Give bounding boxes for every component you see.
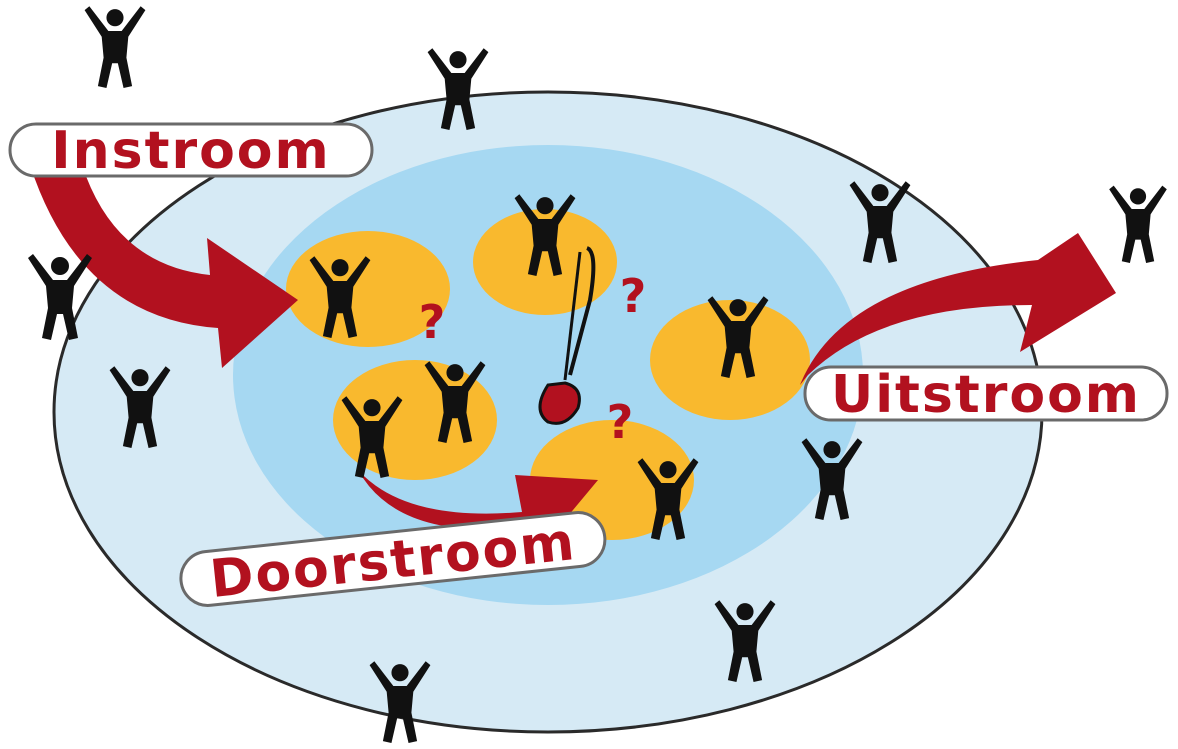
instroom-label: Instroom	[10, 121, 372, 181]
uitstroom-label-text: Uitstroom	[831, 365, 1141, 425]
question-mark-2: ?	[620, 269, 647, 323]
instroom-label-text: Instroom	[51, 121, 330, 181]
person-icon	[85, 6, 146, 88]
question-mark-1: ?	[419, 295, 446, 349]
question-mark-3: ?	[607, 395, 634, 449]
person-icon	[1109, 186, 1167, 263]
uitstroom-label: Uitstroom	[805, 365, 1167, 425]
